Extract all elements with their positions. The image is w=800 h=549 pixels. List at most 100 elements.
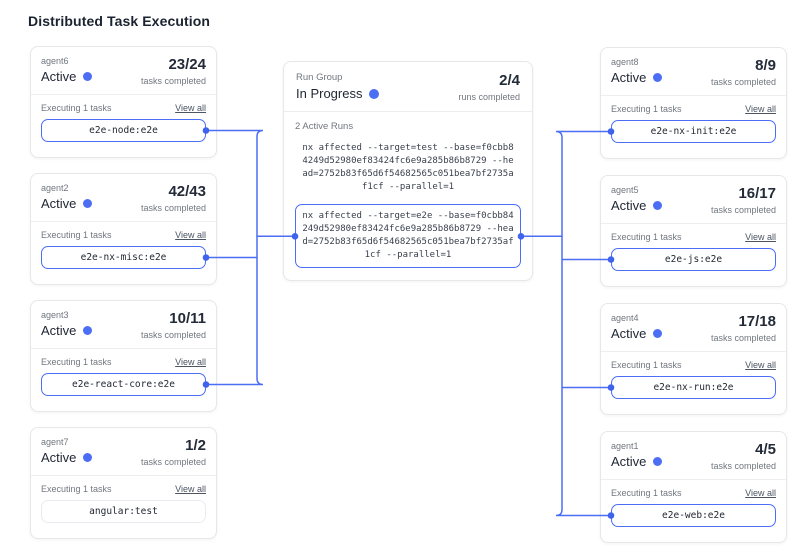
agent-name: agent2 [41,183,69,193]
agent-status-label: Active [41,196,77,211]
agent-name: agent3 [41,310,69,320]
card-divider [31,221,216,222]
agent-status: Active [611,326,663,341]
tasks-caption: tasks completed [140,457,206,467]
status-dot-icon [83,199,93,208]
tasks-fraction: 16/17 [738,185,776,202]
view-all-link[interactable]: View all [745,232,776,242]
agent-card-agent8: agent8 Active 8/9 tasks completed Execut… [600,47,787,159]
agent-status-label: Active [611,454,647,469]
card-divider [31,348,216,349]
agent-header: agent8 Active 8/9 tasks completed [601,48,786,95]
tasks-fraction: 42/43 [168,183,206,200]
agent-status-label: Active [41,323,77,338]
view-all-link[interactable]: View all [745,488,776,498]
card-divider [31,94,216,95]
agent-header: agent6 Active 23/24 tasks completed [31,47,216,94]
executing-label: Executing 1 tasks [611,232,682,242]
agent-status: Active [41,69,93,84]
task-box[interactable]: angular:test [41,500,206,523]
status-dot-icon [83,326,93,335]
tasks-fraction: 10/11 [169,310,206,327]
tasks-caption: tasks completed [140,76,206,86]
view-all-link[interactable]: View all [745,104,776,114]
runs-fraction: 2/4 [499,72,520,89]
card-divider [284,111,532,112]
tasks-caption: tasks completed [710,333,776,343]
view-all-link[interactable]: View all [175,103,206,113]
run-command[interactable]: nx affected --target=test --base=f0cbb84… [302,143,514,193]
agent-card-agent3: agent3 Active 10/11 tasks completed Exec… [30,300,217,412]
status-dot-icon [83,72,93,81]
agent-status-label: Active [611,326,647,341]
executing-label: Executing 1 tasks [41,103,112,113]
agent-header: agent4 Active 17/18 tasks completed [601,304,786,351]
agent-status-label: Active [41,450,77,465]
view-all-link[interactable]: View all [175,230,206,240]
agent-status-label: Active [611,198,647,213]
tasks-fraction: 17/18 [738,313,776,330]
agent-status: Active [611,198,663,213]
task-box[interactable]: e2e-react-core:e2e [41,373,206,396]
agent-name: agent4 [611,313,639,323]
run-group-label: Run Group [296,72,343,83]
tasks-caption: tasks completed [710,205,776,215]
agent-header: agent5 Active 16/17 tasks completed [601,176,786,223]
agent-header: agent3 Active 10/11 tasks completed [31,301,216,348]
agent-name: agent6 [41,56,69,66]
agent-card-agent7: agent7 Active 1/2 tasks completed Execut… [30,427,217,539]
card-divider [601,95,786,96]
agent-status: Active [41,196,93,211]
agent-card-agent5: agent5 Active 16/17 tasks completed Exec… [600,175,787,287]
run-group-card: Run Group In Progress 2/4 runs completed… [283,61,533,282]
agent-status-label: Active [611,70,647,85]
run-group-status: In Progress [296,86,380,101]
tasks-fraction: 23/24 [168,56,206,73]
agent-name: agent7 [41,437,69,447]
executing-label: Executing 1 tasks [611,104,682,114]
card-divider [601,479,786,480]
tasks-fraction: 8/9 [755,57,776,74]
status-dot-icon [653,201,663,210]
tasks-caption: tasks completed [140,330,206,340]
tasks-caption: tasks completed [710,461,776,471]
page-title: Distributed Task Execution [28,13,211,29]
card-divider [31,475,216,476]
task-box[interactable]: e2e-nx-init:e2e [611,120,776,143]
task-box[interactable]: e2e-js:e2e [611,248,776,271]
executing-label: Executing 1 tasks [41,484,112,494]
task-box[interactable]: e2e-web:e2e [611,504,776,527]
view-all-link[interactable]: View all [175,357,206,367]
view-all-link[interactable]: View all [175,484,206,494]
task-box[interactable]: e2e-node:e2e [41,119,206,142]
agent-status: Active [611,454,663,469]
agent-status: Active [611,70,663,85]
executing-label: Executing 1 tasks [41,230,112,240]
task-box[interactable]: e2e-nx-misc:e2e [41,246,206,269]
status-dot-icon [653,329,663,338]
agent-header: agent2 Active 42/43 tasks completed [31,174,216,221]
card-divider [601,223,786,224]
status-dot-icon [369,88,380,99]
run-command-active[interactable]: nx affected --target=e2e --base=f0cbb842… [295,204,521,269]
executing-label: Executing 1 tasks [41,357,112,367]
agent-name: agent1 [611,441,639,451]
agent-card-agent1: agent1 Active 4/5 tasks completed Execut… [600,431,787,543]
agent-name: agent8 [611,57,639,67]
card-divider [601,351,786,352]
agent-card-agent6: agent6 Active 23/24 tasks completed Exec… [30,46,217,158]
task-box[interactable]: e2e-nx-run:e2e [611,376,776,399]
agent-card-agent4: agent4 Active 17/18 tasks completed Exec… [600,303,787,415]
run-group-status-label: In Progress [296,86,363,101]
run-group-header: Run Group In Progress 2/4 runs completed [284,62,532,111]
tasks-caption: tasks completed [140,203,206,213]
agent-card-agent2: agent2 Active 42/43 tasks completed Exec… [30,173,217,285]
agent-header: agent7 Active 1/2 tasks completed [31,428,216,475]
agent-status: Active [41,323,93,338]
tasks-fraction: 4/5 [755,441,776,458]
agent-status: Active [41,450,93,465]
active-runs-label: 2 Active Runs [295,121,354,132]
view-all-link[interactable]: View all [745,360,776,370]
agent-status-label: Active [41,69,77,84]
